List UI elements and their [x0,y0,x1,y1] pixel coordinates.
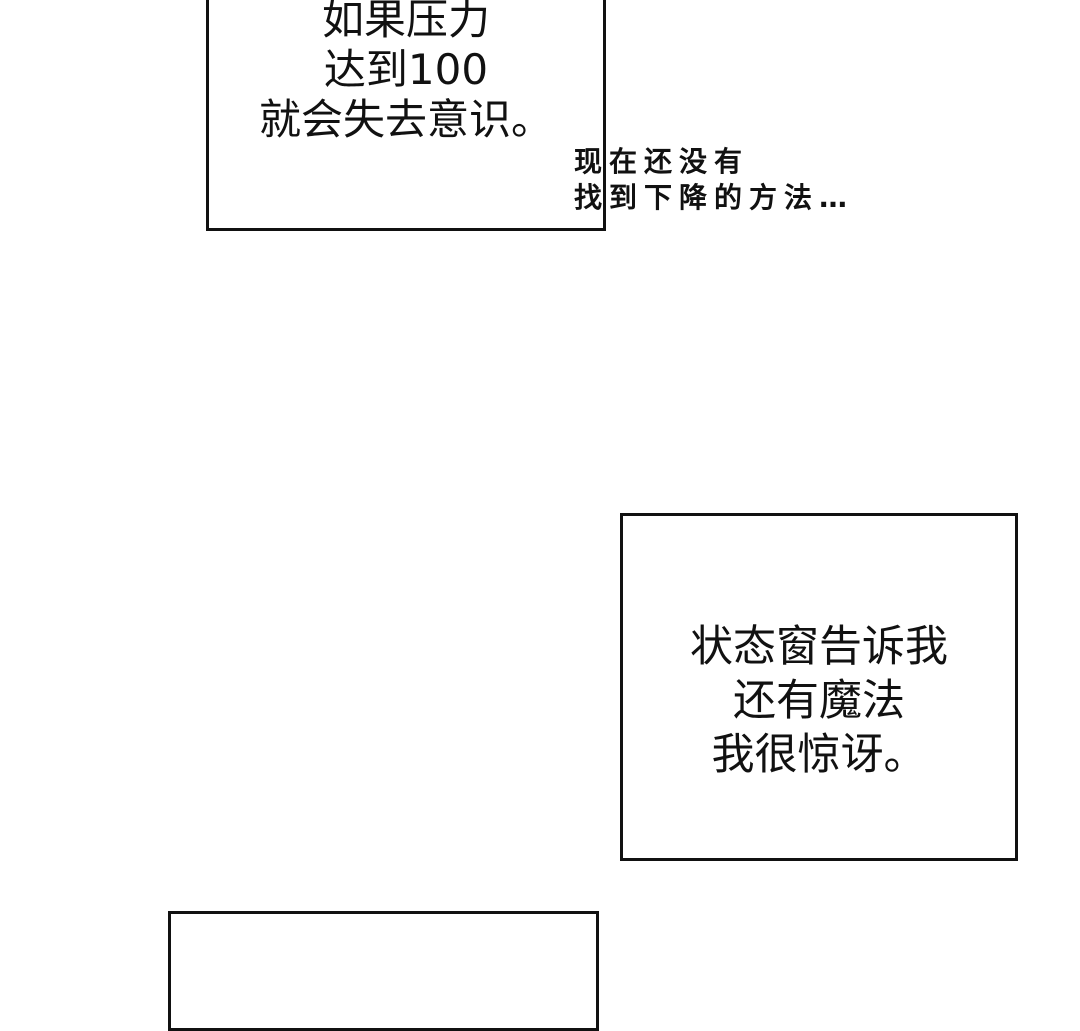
handwritten-note: 现在还没有 找到下降的方法… [574,144,854,216]
comic-panel-middle [620,513,1018,861]
caption-line: 状态窗告诉我 [690,622,948,672]
note-line: 找到下降的方法… [574,181,855,214]
comic-panel-bottom [168,911,599,1031]
caption-pressure: 如果压力 达到100 就会失去意识。 [206,0,606,145]
caption-line: 达到100 [323,45,489,94]
comic-panel-top [206,0,606,231]
caption-line: 就会失去意识。 [258,95,553,144]
caption-line: 还有魔法 [733,676,905,726]
caption-line: 我很惊讶。 [711,730,927,780]
note-line: 现在还没有 [574,145,750,178]
caption-status-window: 状态窗告诉我 还有魔法 我很惊讶。 [620,620,1018,782]
caption-line: 如果压力 [321,0,490,44]
